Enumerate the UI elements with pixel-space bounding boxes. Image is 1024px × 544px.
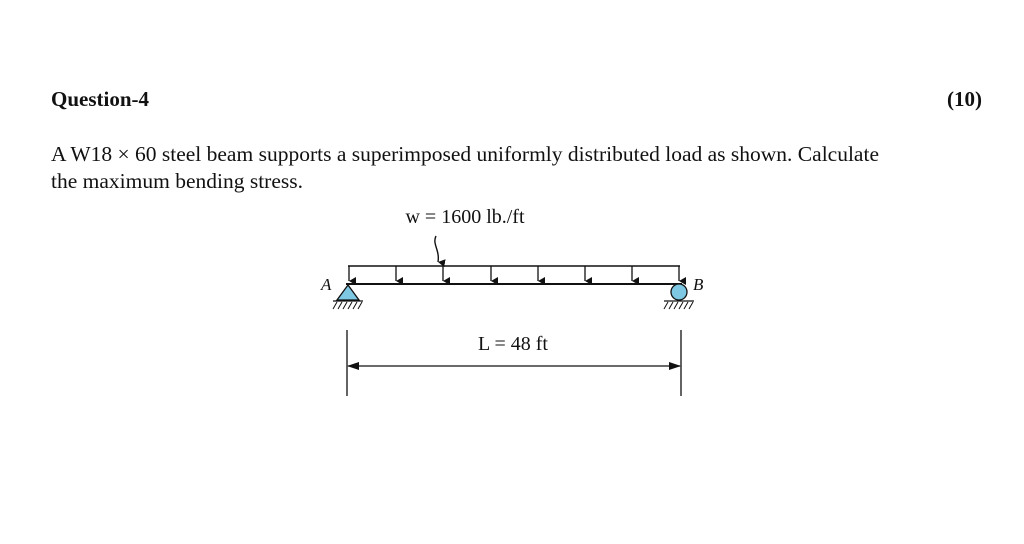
load-pointer [434,235,446,268]
pin-support-a [332,283,363,310]
question-text: A W18 × 60 steel beam supports a superim… [51,141,991,195]
load-arrows [348,266,686,285]
question-text-line-1: A W18 × 60 steel beam supports a superim… [51,142,879,166]
support-a-label: A [320,275,332,294]
support-b-label: B [693,275,704,294]
question-text-line-2: the maximum bending stress. [51,169,303,193]
roller-support-b [663,283,694,310]
question-marks: (10) [947,87,982,111]
length-label: L = 48 ft [478,333,548,355]
load-label: w = 1600 lb./ft [405,206,524,228]
question-title: Question-4 [51,87,150,111]
